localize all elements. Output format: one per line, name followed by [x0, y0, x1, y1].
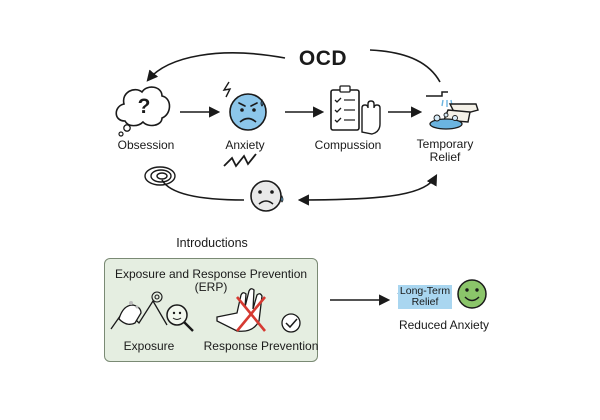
outcome-label: Reduced Anxiety [398, 318, 490, 332]
node-label-compulsion: Compussion [314, 138, 382, 152]
part-label-exposure: Exposure [123, 339, 175, 353]
erp-subtitle: (ERP) [194, 280, 228, 294]
svg-text:?: ? [138, 95, 151, 118]
treatment-heading: Introductions [176, 236, 248, 250]
part-label-response-prevention: Response Prevention [203, 339, 319, 353]
erp-illustrations [110, 288, 301, 333]
node-label-anxiety: Anxiety [225, 138, 265, 152]
return-arrow-right [297, 174, 438, 206]
return-arrow-left [161, 179, 245, 201]
node-label-obsession: Obsession [117, 138, 175, 152]
erp-panel: Exposure and Response Prevention (ERP) [104, 258, 318, 362]
smiling-face-icon [457, 279, 487, 309]
long-term-relief-badge: Long-Term Relief [398, 285, 452, 309]
long-term-relief-text: Long-Term Relief [399, 285, 451, 308]
worried-face-icon [222, 81, 267, 131]
hand-touching-magnifier-icon [110, 291, 194, 332]
loop-arrow-top-left [146, 52, 286, 82]
erp-title: Exposure and Response Prevention [114, 267, 308, 281]
node-label-temporary-relief: Temporary Relief [416, 137, 474, 164]
sad-face-icon [223, 153, 284, 212]
question-thought-bubble-icon: ? [115, 86, 171, 137]
hand-washing-icon [426, 91, 479, 130]
diagram-title: OCD [298, 47, 348, 70]
crossed-out-hand-icon [216, 288, 301, 333]
loop-arrow-top-right [369, 49, 441, 83]
checklist-clipboard-icon [330, 85, 381, 135]
swirl-icon [144, 166, 176, 186]
